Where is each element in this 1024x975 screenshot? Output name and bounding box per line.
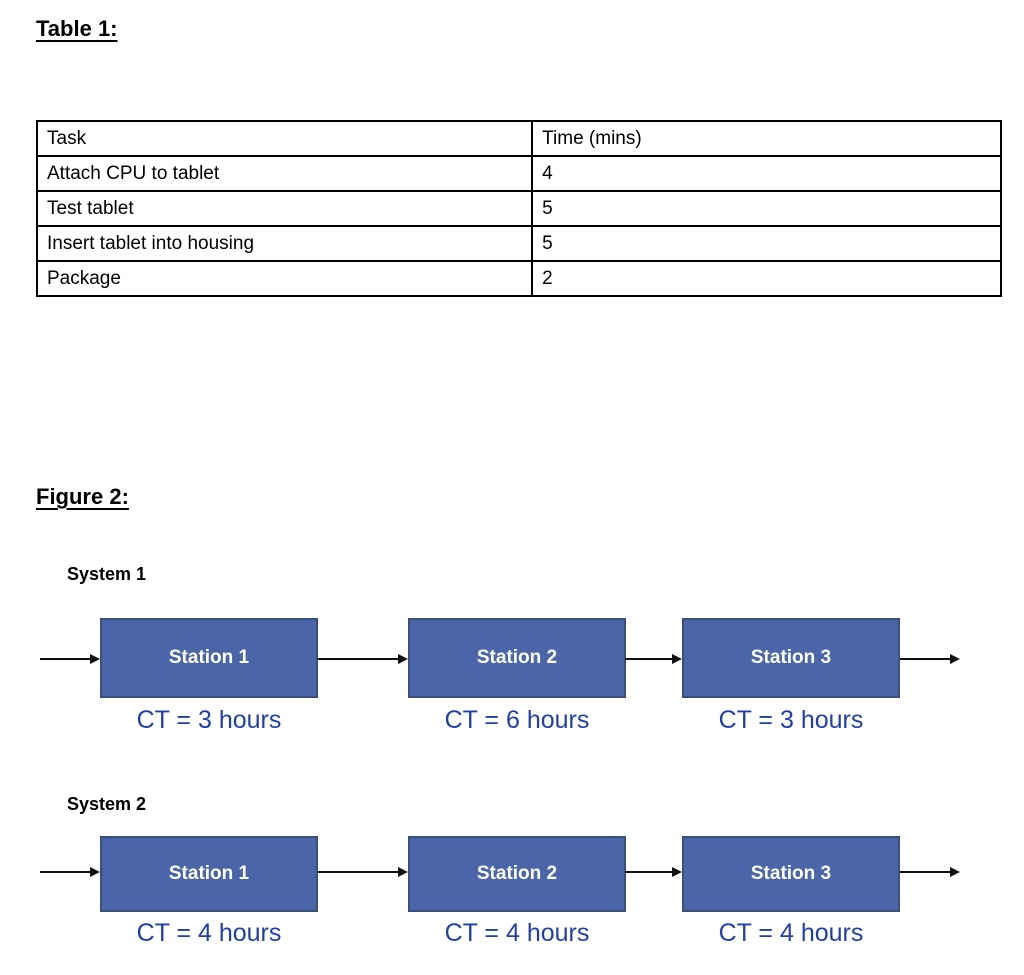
task-cell: Test tablet [35, 190, 534, 227]
station-name: Station 3 [750, 647, 832, 668]
system-2-station-3-cycle-time: CT = 4 hours [718, 919, 864, 947]
time-cell: 5 [531, 190, 1002, 227]
table-row: Test tablet 5 [35, 190, 1002, 227]
system-1-station-1-cycle-time: CT = 3 hours [136, 706, 282, 734]
system-1-station-3-box: Station 3 [682, 618, 900, 698]
arrow-head-icon [90, 867, 100, 877]
station-name: Station 2 [476, 863, 558, 884]
system-2-arrow-station2-station3 [625, 866, 682, 878]
table-row: Attach CPU to tablet 4 [35, 155, 1002, 192]
arrow-shaft [40, 658, 90, 660]
arrow-head-icon [672, 867, 682, 877]
arrow-shaft [900, 871, 950, 873]
station-name: Station 1 [168, 863, 250, 884]
arrow-head-icon [950, 654, 960, 664]
system-1-station-2-box: Station 2 [408, 618, 626, 698]
system-2-station-1-box: Station 1 [100, 836, 318, 912]
system-2-station-3-box: Station 3 [682, 836, 900, 912]
task-time-table: Task Time (mins) Attach CPU to tablet 4 … [35, 120, 1002, 297]
arrow-head-icon [672, 654, 682, 664]
system-2-station-2-box: Station 2 [408, 836, 626, 912]
task-cell: Insert tablet into housing [35, 225, 534, 262]
system-1-station-3-cycle-time: CT = 3 hours [718, 706, 864, 734]
system-1-label: System 1 [67, 564, 147, 584]
arrow-shaft [900, 658, 950, 660]
system-1-station-1-box: Station 1 [100, 618, 318, 698]
station-name: Station 2 [476, 647, 558, 668]
system-1-arrow-station2-station3 [625, 653, 682, 665]
column-header-task: Task [35, 120, 534, 157]
figure2-heading: Figure 2: [36, 484, 129, 509]
system-2-station-2-cycle-time: CT = 4 hours [444, 919, 590, 947]
station-name: Station 1 [168, 647, 250, 668]
system-2-station-1-cycle-time: CT = 4 hours [136, 919, 282, 947]
system-1-station-2-cycle-time: CT = 6 hours [444, 706, 590, 734]
system-2-arrow-station1-station2 [318, 866, 408, 878]
arrow-head-icon [398, 654, 408, 664]
time-cell: 4 [531, 155, 1002, 192]
arrow-head-icon [90, 654, 100, 664]
arrow-shaft [318, 658, 398, 660]
arrow-shaft [318, 871, 398, 873]
arrow-shaft [40, 871, 90, 873]
arrow-head-icon [950, 867, 960, 877]
system-1-exit-arrow [900, 653, 960, 665]
table1-heading: Table 1: [36, 16, 118, 41]
system-2-entry-arrow [40, 866, 100, 878]
table-header-row: Task Time (mins) [35, 120, 1002, 157]
system-2-exit-arrow [900, 866, 960, 878]
arrow-shaft [625, 871, 672, 873]
table-row: Package 2 [35, 260, 1002, 297]
task-cell: Package [35, 260, 534, 297]
arrow-shaft [625, 658, 672, 660]
system-1-arrow-station1-station2 [318, 653, 408, 665]
time-cell: 5 [531, 225, 1002, 262]
column-header-time: Time (mins) [531, 120, 1002, 157]
system-2-label: System 2 [67, 794, 147, 814]
time-cell: 2 [531, 260, 1002, 297]
system-1-entry-arrow [40, 653, 100, 665]
task-cell: Attach CPU to tablet [35, 155, 534, 192]
table-row: Insert tablet into housing 5 [35, 225, 1002, 262]
station-name: Station 3 [750, 863, 832, 884]
arrow-head-icon [398, 867, 408, 877]
